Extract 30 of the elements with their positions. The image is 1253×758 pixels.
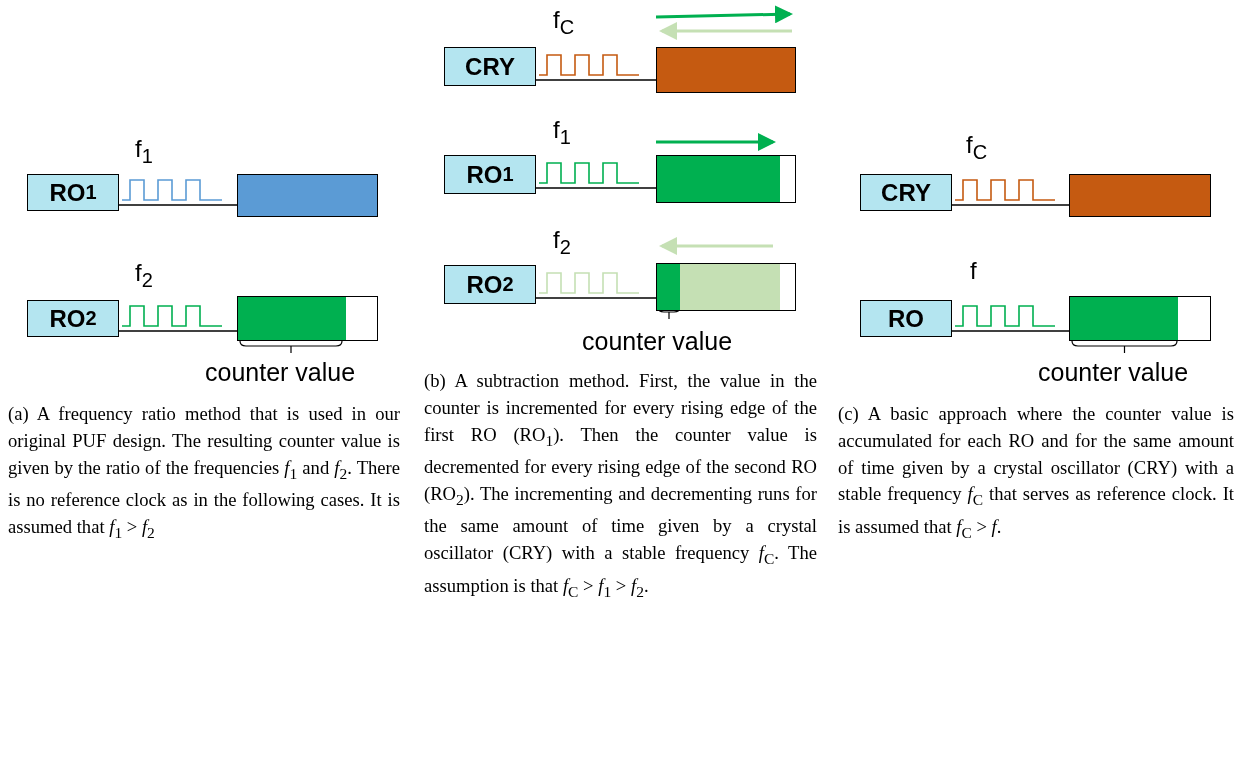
connector-line bbox=[535, 79, 657, 81]
connector-line bbox=[118, 204, 238, 206]
oscillator-box: RO bbox=[860, 300, 952, 337]
counter-value-label: counter value bbox=[582, 327, 733, 356]
counter-bar bbox=[656, 263, 796, 311]
figure-caption: (c) A basic approach where the counter value is accumulated for each RO and for the same amount of time given by a crystal oscillator (CRY) with a stable frequency f$_{C}$ that serves as reference clock. It is assumed that f$_{C}$ > f. bbox=[838, 402, 1234, 543]
frequency-label: f$_{2}$ bbox=[135, 260, 153, 293]
counter-bar bbox=[656, 47, 796, 93]
counter-bar bbox=[656, 155, 796, 203]
counter-value-label: counter value bbox=[1038, 358, 1189, 387]
frequency-label: f$_{1}$ bbox=[135, 136, 153, 169]
frequency-label: f$_{C}$ bbox=[966, 132, 988, 165]
connector-line bbox=[535, 187, 657, 189]
oscillator-box: CRY bbox=[444, 47, 536, 86]
counter-bar bbox=[237, 296, 378, 341]
connector-line bbox=[951, 204, 1070, 206]
figure-caption: (a) A frequency ratio method that is used in our original PUF design. The resulting counter value is given by the ratio of the frequencies f$_{1}$ and f$_{2}$. There is no reference clock as in the following cases. It is assumed that f$_{1}$ > f$_{2}$ bbox=[8, 402, 400, 543]
counter-bar bbox=[1069, 296, 1211, 341]
frequency-label: f$_{2}$ bbox=[553, 227, 571, 260]
figure-caption: (b) A subtraction method. First, the value in the counter is incremented for every rising edge of the first RO (RO$_{1}$). Then the counter value is decremented for every rising edge of the second RO (RO$_{2}$). The incrementing and decrementing runs for the same amount of time given by a crystal oscillator (CRY) with a stable frequency f$_{C}$. The assumption is that f$_{C}$ > f$_{1}$ > f$_{2}$. bbox=[424, 369, 817, 602]
frequency-label: f$_{1}$ bbox=[553, 117, 571, 150]
frequency-label: f$_{C}$ bbox=[553, 7, 575, 40]
connector-line bbox=[951, 330, 1070, 332]
oscillator-box: CRY bbox=[860, 174, 952, 211]
counter-bar bbox=[237, 174, 378, 217]
frequency-label: f bbox=[970, 258, 977, 284]
connector-line bbox=[118, 330, 238, 332]
counter-bar bbox=[1069, 174, 1211, 217]
connector-line bbox=[535, 297, 657, 299]
counter-value-label: counter value bbox=[205, 358, 356, 387]
